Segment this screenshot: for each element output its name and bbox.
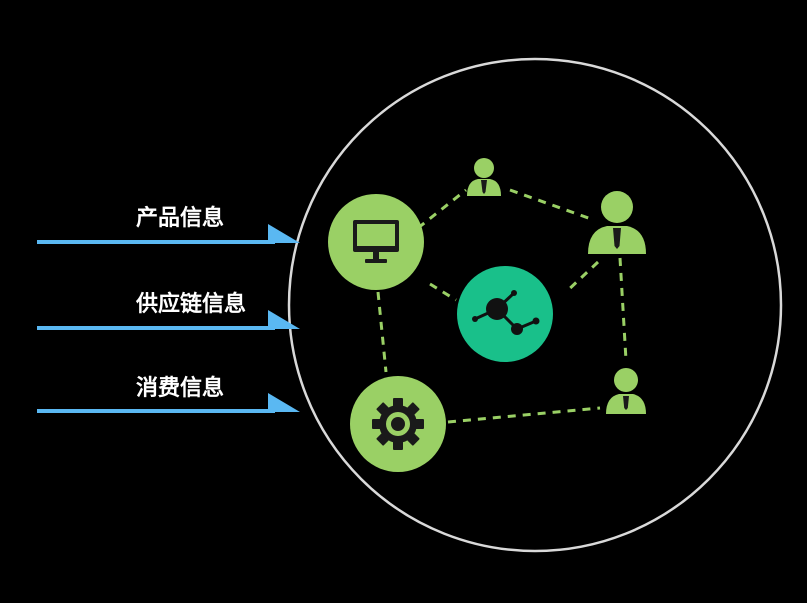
monitor-icon <box>353 220 399 263</box>
link-monitor-hub <box>429 282 457 302</box>
link-person-right-hub <box>564 260 600 294</box>
label-product-info: 产品信息 <box>136 206 225 231</box>
gear-node <box>350 376 446 472</box>
gear-icon <box>372 398 424 450</box>
hub-node <box>457 266 553 362</box>
link-person-top-person-right <box>509 188 595 222</box>
network-share-icon <box>472 290 540 335</box>
dashed-links <box>376 188 628 424</box>
person-top <box>467 158 501 196</box>
arrows <box>37 224 300 413</box>
arrow-product-info <box>37 224 300 244</box>
person-icon <box>588 191 646 254</box>
person-icon <box>606 368 646 414</box>
arrow-supply-chain-info <box>37 310 300 330</box>
link-person-right-person-bottom <box>618 257 628 361</box>
label-supply-chain-info: 供应链信息 <box>136 292 247 317</box>
person-right <box>588 191 646 254</box>
link-monitor-person-top <box>417 188 467 230</box>
monitor-node <box>328 194 424 290</box>
person-bottom <box>606 368 646 414</box>
link-gear-person-bottom <box>447 406 601 424</box>
label-consumption-info: 消费信息 <box>136 376 225 401</box>
person-icon <box>467 158 501 196</box>
arrow-consumption-info <box>37 393 300 413</box>
outline-circle <box>287 57 783 553</box>
link-monitor-gear <box>376 291 388 373</box>
